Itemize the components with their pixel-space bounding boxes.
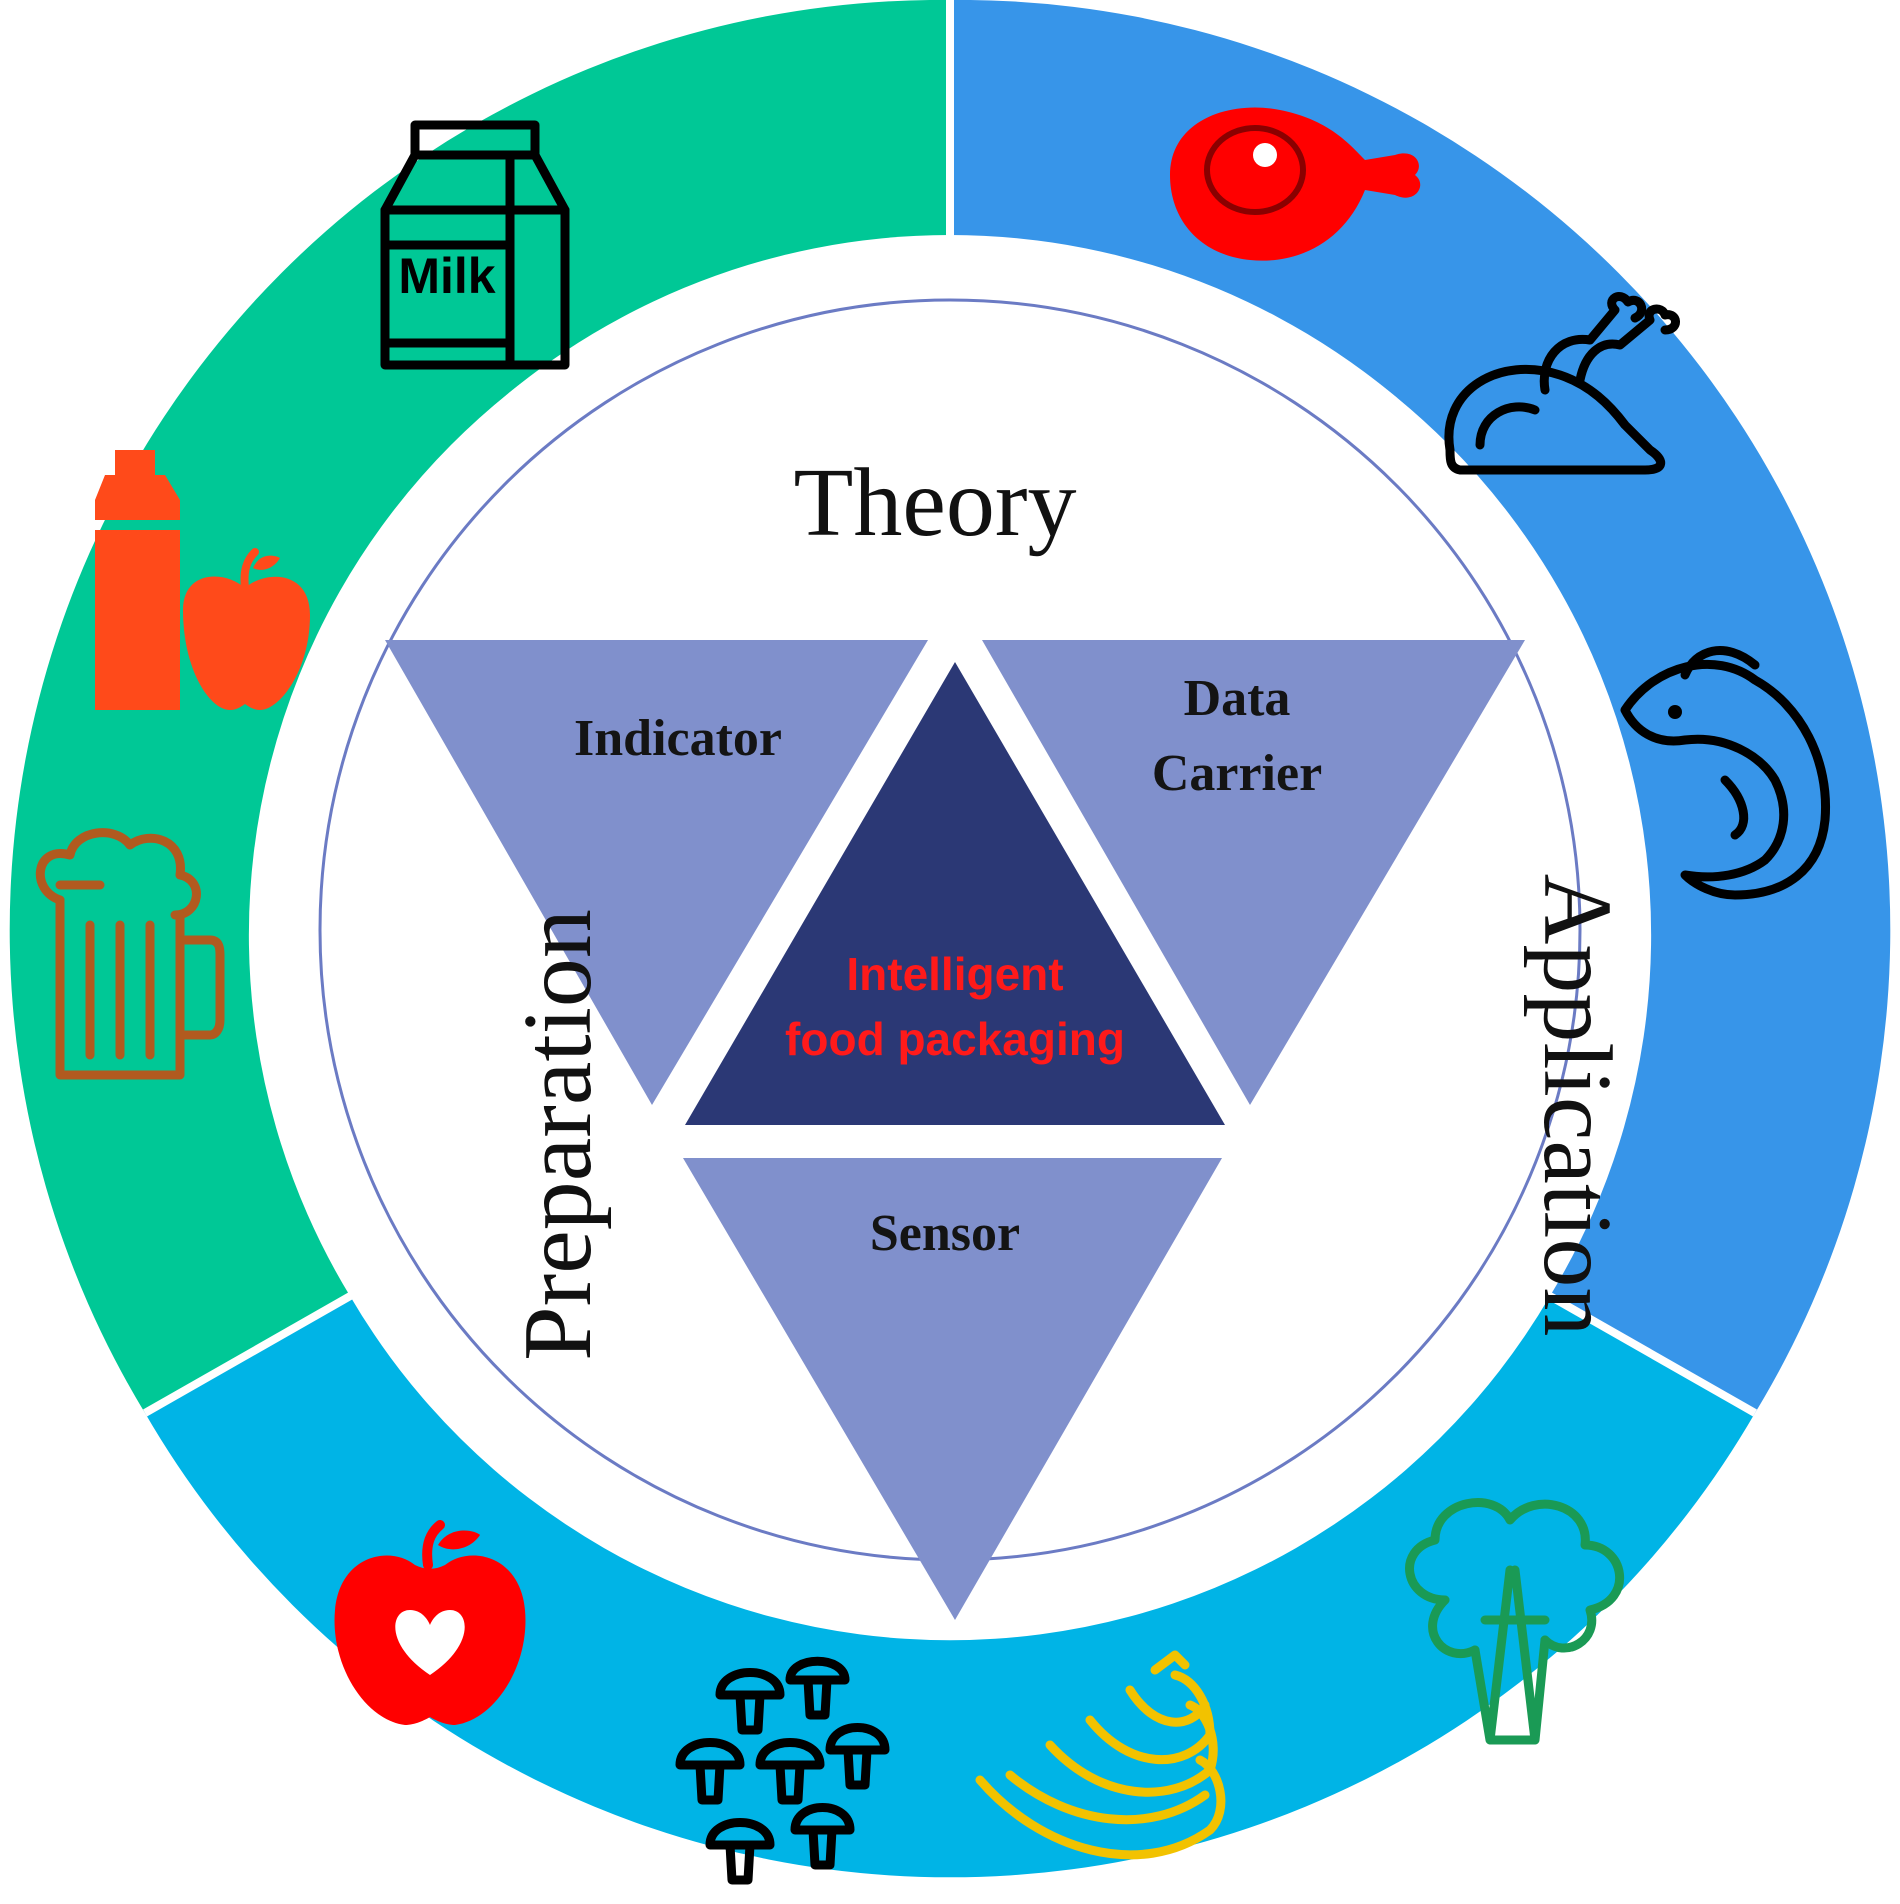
theory-label: Theory — [794, 449, 1077, 557]
application-label: Application — [1523, 874, 1631, 1337]
outer-ring — [9, 0, 1891, 1878]
sensor-triangle — [683, 1158, 1222, 1620]
data-carrier-label-line2: Carrier — [1152, 745, 1322, 802]
sensor-label: Sensor — [870, 1205, 1020, 1262]
banana-icon — [975, 1650, 1226, 1860]
apple-icon — [334, 1520, 526, 1725]
mushrooms-icon — [675, 1656, 890, 1885]
ring-separator — [1546, 1291, 1757, 1417]
center-label-line2: food packaging — [785, 1013, 1125, 1065]
data-carrier-label-line1: Data — [1184, 670, 1291, 727]
milk-carton-label: Milk — [398, 248, 495, 304]
preparation-label: Preparation — [504, 909, 612, 1361]
center-label-line1: Intelligent — [846, 948, 1063, 1000]
ring-segment-green — [9, 0, 950, 1413]
milk-carton-icon: Milk — [380, 120, 570, 370]
intelligent-packaging-triangle — [685, 662, 1225, 1125]
indicator-triangle — [385, 640, 928, 1105]
roast-chicken-icon — [1444, 292, 1680, 475]
ring-segment-blue — [950, 0, 1891, 1413]
ring-segment-cyan — [145, 1296, 1755, 1878]
beer-mug-icon — [35, 828, 225, 1080]
indicator-label: Indicator — [574, 710, 782, 767]
fish-icon — [1620, 646, 1831, 900]
component-triangles — [385, 640, 1525, 1620]
ham-icon — [1170, 107, 1421, 261]
ring-separator — [143, 1291, 354, 1417]
juice-bottle-apple-icon — [95, 450, 310, 710]
broccoli-icon — [1405, 1498, 1624, 1745]
data-carrier-triangle — [982, 640, 1525, 1105]
